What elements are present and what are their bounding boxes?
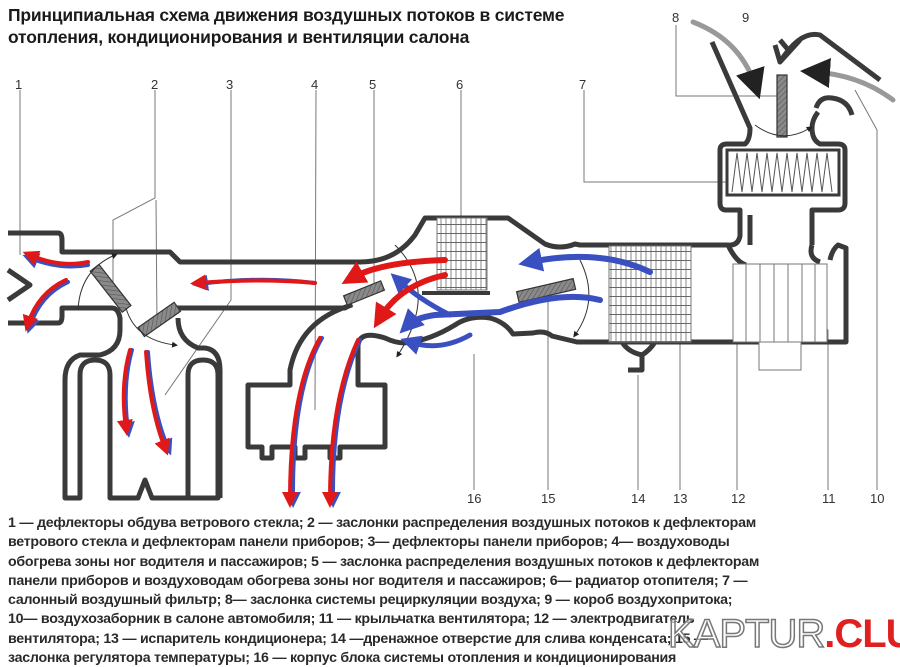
caption-line: заслонка регулятора температуры; 16 — ко… <box>8 650 677 667</box>
flap-2-upper <box>89 263 132 314</box>
caption-line: обогрева зоны ног водителя и пассажиров;… <box>8 553 760 570</box>
watermark: KAPTUR.CLUB <box>667 611 900 657</box>
title-line-2: отопления, кондиционирования и вентиляци… <box>8 27 470 47</box>
part-number-labels: 1 2 3 4 5 6 7 8 9 10 11 12 13 14 15 16 <box>15 10 884 506</box>
label-1: 1 <box>15 77 22 92</box>
fan-motor-12 <box>758 341 802 371</box>
cabin-filter-7 <box>725 148 841 197</box>
label-6: 6 <box>456 77 463 92</box>
flap-15 <box>515 277 577 304</box>
label-7: 7 <box>579 77 586 92</box>
air-flow-arrows <box>22 19 896 508</box>
watermark-part-1: KAPTUR <box>667 611 826 657</box>
radiator-6 <box>422 217 490 295</box>
legend-caption: 1 — дефлекторы обдува ветрового стекла; … <box>8 514 898 667</box>
label-12: 12 <box>731 491 745 506</box>
airflow-schematic: 1 2 3 4 5 6 7 8 9 10 11 12 13 14 15 16 <box>6 10 896 508</box>
flap-5 <box>342 280 386 306</box>
label-14: 14 <box>631 491 645 506</box>
caption-line: панели приборов и воздуховодам обогрева … <box>8 572 748 589</box>
title-line-1: Принципиальная схема движения воздушных … <box>8 5 565 25</box>
caption-line: 1 — дефлекторы обдува ветрового стекла; … <box>8 515 756 531</box>
label-16: 16 <box>467 491 481 506</box>
fan-impeller-11 <box>732 263 828 343</box>
caption-line: 10— воздухозаборник в салоне автомобиля;… <box>8 611 695 628</box>
label-4: 4 <box>311 77 318 92</box>
flaps <box>89 74 788 338</box>
label-5: 5 <box>369 77 376 92</box>
label-15: 15 <box>541 491 555 506</box>
label-9: 9 <box>742 10 749 25</box>
watermark-part-2: .CLUB <box>824 612 900 656</box>
label-8: 8 <box>672 10 679 25</box>
flap-2-lower <box>137 301 182 338</box>
caption-line: вентилятора; 13 — испаритель кондиционер… <box>8 630 708 647</box>
label-10: 10 <box>870 491 884 506</box>
caption-line: ветрового стекла и дефлекторам панели пр… <box>8 534 730 551</box>
label-2: 2 <box>151 77 158 92</box>
recirculation-flap-8 <box>776 74 788 138</box>
label-3: 3 <box>226 77 233 92</box>
label-11: 11 <box>822 491 836 506</box>
label-13: 13 <box>673 491 687 506</box>
housing-walls <box>6 31 882 501</box>
caption-line: салонный воздушный фильтр; 8— заслонка с… <box>8 592 733 609</box>
diagram-title: Принципиальная схема движения воздушных … <box>8 4 564 48</box>
